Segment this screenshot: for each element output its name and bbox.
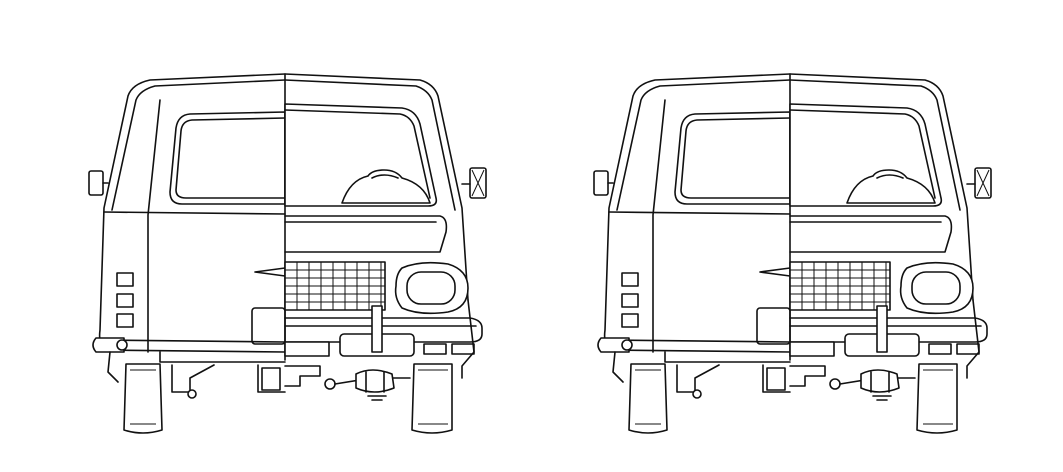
van-drawing-left <box>88 73 487 434</box>
van-drawing-right <box>593 73 992 434</box>
